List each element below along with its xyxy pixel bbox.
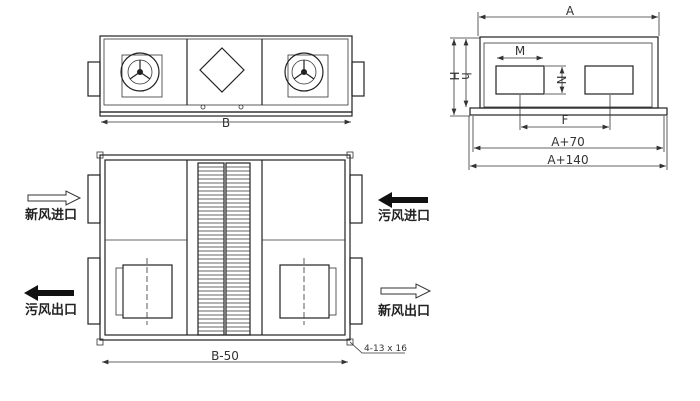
fan-box-right — [279, 258, 337, 325]
fresh-air-outlet-label: 新风出口 — [378, 303, 430, 319]
plan-view: B-50 4-13 x 16 — [87, 151, 407, 365]
front-view: B — [87, 35, 365, 130]
exhaust-in-arrow-icon — [378, 192, 428, 208]
exhaust-out-arrow-icon — [24, 285, 74, 301]
fan-icon-right — [284, 52, 329, 98]
dim-A: A — [566, 4, 575, 18]
fresh-air-in-arrow-icon — [27, 190, 82, 206]
mounting-holes-label: 4-13 x 16 — [364, 344, 407, 354]
fresh-air-out-arrow-icon — [380, 283, 432, 299]
dim-H: H — [447, 71, 461, 80]
dim-N: N — [554, 76, 568, 85]
dim-M: M — [515, 44, 525, 58]
heat-exchanger-diamond — [199, 47, 245, 93]
dim-A-plus-140: A+140 — [547, 153, 588, 167]
fan-icon-left — [120, 52, 163, 98]
dim-F: F — [562, 113, 569, 127]
dim-B-minus-50: B-50 — [211, 349, 239, 363]
heat-exchanger-core — [197, 162, 251, 336]
exhaust-inlet-label: 污风进口 — [378, 208, 430, 224]
exhaust-outlet-label: 污风出口 — [25, 302, 77, 318]
dim-A-plus-70: A+70 — [551, 135, 585, 149]
fan-box-left — [115, 258, 173, 325]
dim-h: h — [459, 72, 473, 80]
side-view: A M N F A+70 A+140 H h — [447, 4, 668, 170]
fresh-air-inlet-label: 新风进口 — [25, 207, 77, 223]
dim-B: B — [222, 116, 230, 130]
